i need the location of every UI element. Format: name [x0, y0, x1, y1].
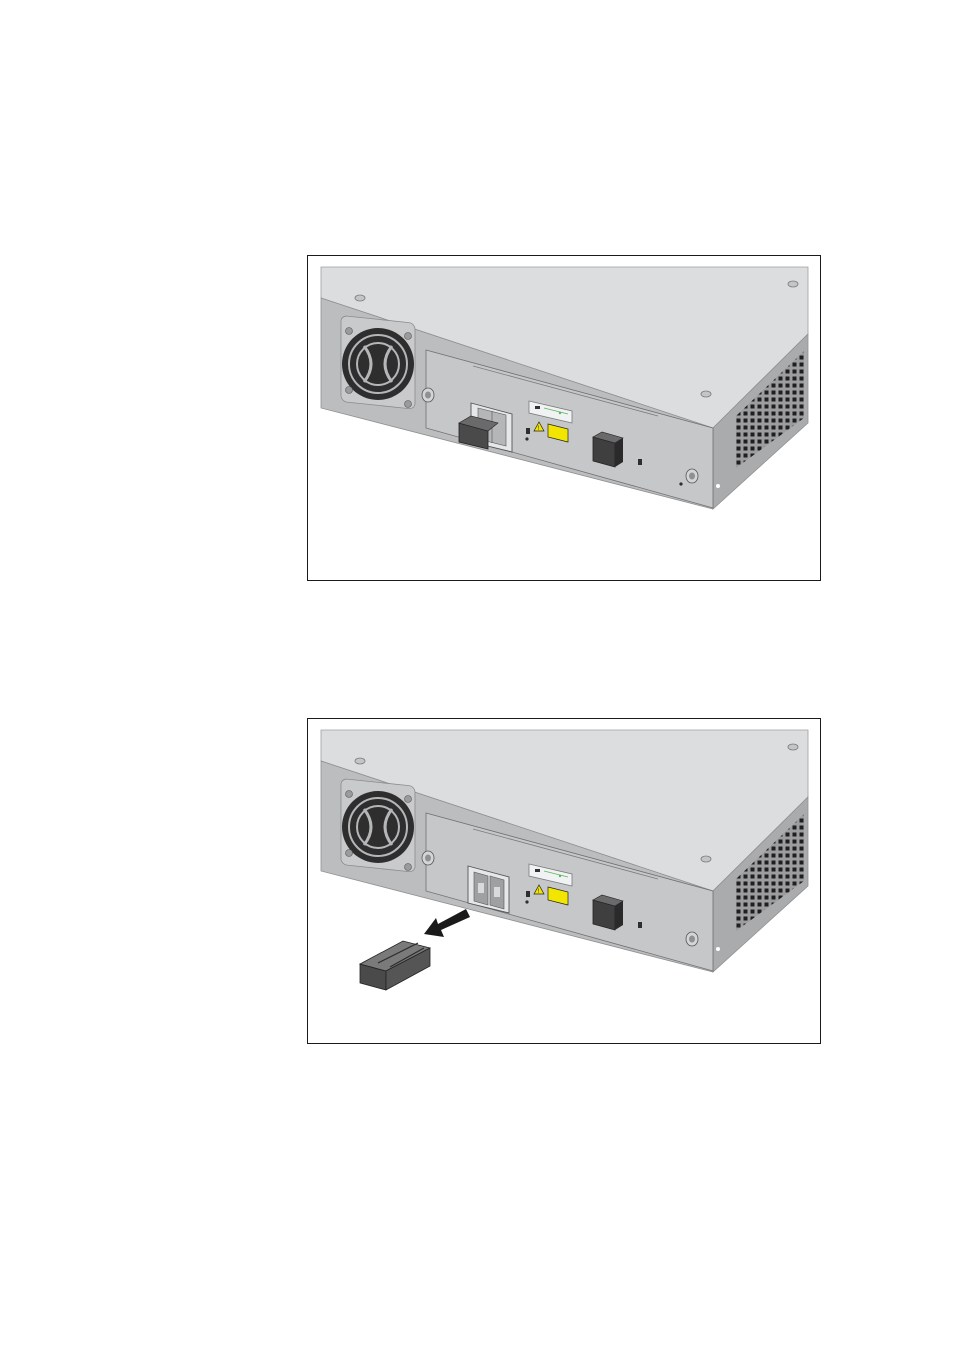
thumbscrew-icon — [422, 388, 434, 402]
port-led-icon — [526, 891, 530, 897]
screw-icon — [701, 856, 711, 862]
port-led-icon — [638, 459, 642, 465]
screw-icon — [788, 744, 798, 750]
thumbscrew-icon — [422, 851, 434, 865]
fan-icon — [341, 315, 415, 409]
blank-port-cover-icon — [593, 895, 623, 930]
port-led-icon — [638, 922, 642, 928]
figure-dust-plug-installed: ! — [307, 255, 821, 581]
thumbscrew-icon — [686, 469, 698, 483]
fan-icon — [341, 778, 415, 872]
port-led-icon — [526, 428, 530, 434]
switch-illustration: ! — [308, 256, 822, 582]
screw-icon — [701, 391, 711, 397]
removal-arrow-icon — [424, 909, 470, 937]
screw-icon — [355, 295, 365, 301]
switch-illustration: ! — [308, 719, 822, 1045]
thumbscrew-icon — [686, 932, 698, 946]
figure-dust-plug-removed: ! — [307, 718, 821, 1044]
blank-port-cover-icon — [593, 432, 623, 467]
dust-plug-icon — [360, 941, 430, 990]
screw-icon — [355, 758, 365, 764]
screw-icon — [788, 281, 798, 287]
